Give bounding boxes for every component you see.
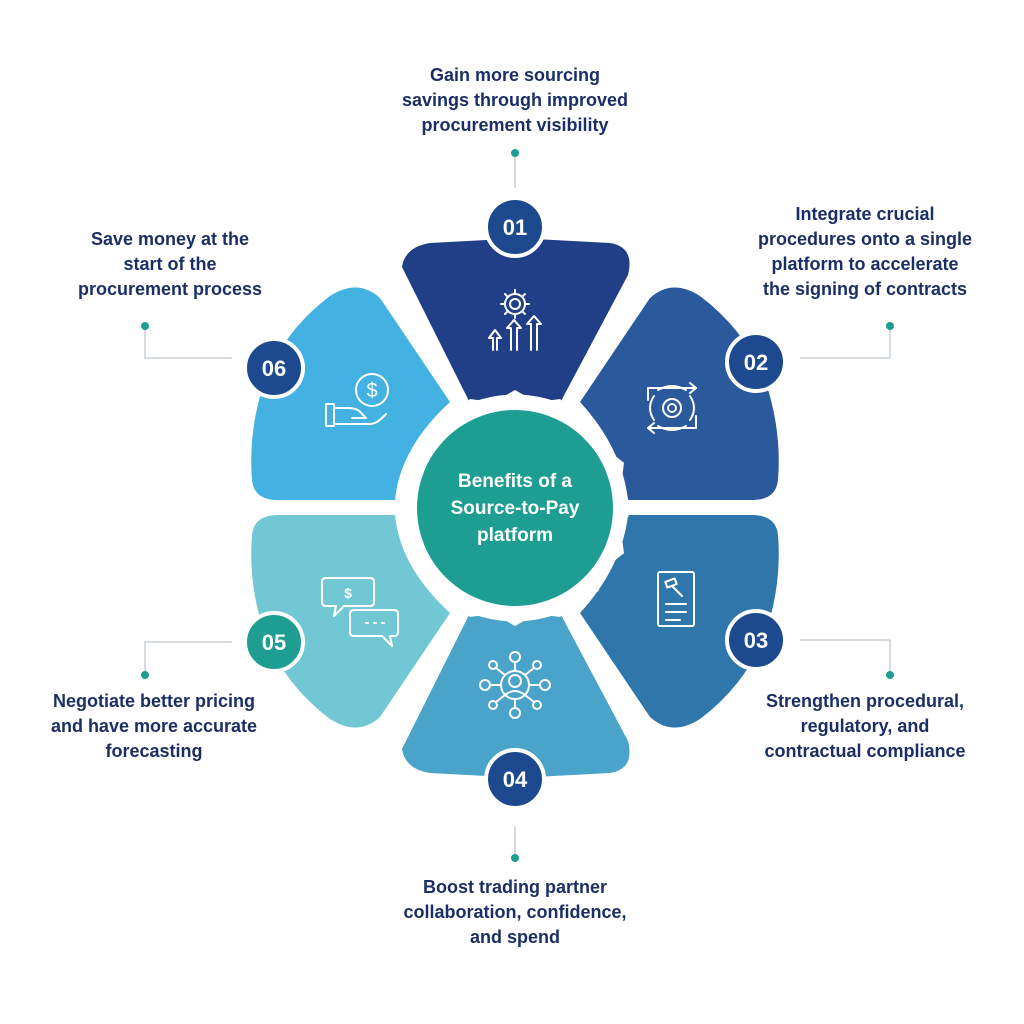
benefit-03-line-3: contractual compliance [764, 741, 966, 761]
benefit-06-line-1: Save money at the [90, 229, 250, 249]
svg-text:02: 02 [744, 350, 768, 375]
connector-dot-02 [886, 322, 894, 330]
badge-04: 04 [484, 748, 546, 810]
benefit-02-line-2: procedures onto a single [757, 229, 973, 249]
petal-04 [402, 613, 630, 778]
benefit-05-line-1: Negotiate better pricing [52, 691, 256, 711]
svg-text:$: $ [344, 585, 352, 601]
connector-dot-01 [511, 149, 519, 157]
benefit-01-line-3: procurement visibility [421, 115, 609, 135]
benefit-02-line-1: Integrate crucial [795, 204, 935, 224]
center-title-line-1: Benefits of a [458, 471, 572, 492]
hand-coin-icon: $ [325, 373, 389, 427]
benefit-02-line-3: platform to accelerate [771, 254, 959, 274]
connector-05 [144, 641, 232, 672]
benefit-04-line-3: and spend [469, 927, 560, 947]
badge-02: 02 [725, 331, 787, 393]
chat-dollar-icon: $ [321, 577, 399, 647]
benefit-06-caption: Save money at the start of the procureme… [20, 227, 320, 302]
connector-03 [800, 639, 891, 672]
svg-text:04: 04 [503, 767, 528, 792]
badge-01: 01 [484, 196, 546, 258]
svg-text:03: 03 [744, 628, 768, 653]
benefit-01-line-1: Gain more sourcing [429, 65, 601, 85]
benefit-05-caption: Negotiate better pricing and have more a… [4, 689, 304, 764]
benefit-06-line-3: procurement process [77, 279, 263, 299]
svg-text:$: $ [366, 380, 377, 402]
connector-dot-03 [886, 671, 894, 679]
gavel-document-icon [657, 571, 695, 627]
badge-05: 05 [243, 611, 305, 673]
badge-03: 03 [725, 609, 787, 671]
connector-dot-04 [511, 854, 519, 862]
gear-growth-arrows-icon [488, 289, 542, 351]
petal-02 [580, 287, 779, 500]
petal-06 [251, 287, 450, 500]
badge-06: 06 [243, 337, 305, 399]
benefit-04-caption: Boost trading partner collaboration, con… [365, 875, 665, 950]
benefit-06-line-2: start of the [123, 254, 217, 274]
benefit-02-line-4: the signing of contracts [762, 279, 967, 299]
benefit-04-line-2: collaboration, confidence, [403, 902, 627, 922]
svg-text:05: 05 [262, 630, 286, 655]
benefit-03-line-2: regulatory, and [800, 716, 930, 736]
connector-02 [800, 328, 891, 359]
benefit-03-caption: Strengthen procedural, regulatory, and c… [715, 689, 1015, 764]
petal-03 [580, 515, 779, 728]
benefit-03-line-1: Strengthen procedural, [765, 691, 965, 711]
benefit-04-line-1: Boost trading partner [422, 877, 607, 897]
network-person-icon [479, 651, 551, 719]
svg-text:06: 06 [262, 356, 286, 381]
center-title-line-3: platform [477, 525, 553, 546]
center-circle [417, 410, 613, 606]
svg-text:01: 01 [503, 215, 527, 240]
benefit-01-caption: Gain more sourcing savings through impro… [365, 63, 665, 138]
connector-06 [144, 328, 232, 359]
benefit-05-line-2: and have more accurate [50, 716, 258, 736]
benefit-02-caption: Integrate crucial procedures onto a sing… [715, 202, 1015, 302]
center-title-line-2: Source-to-Pay [451, 498, 580, 519]
connector-dot-06 [141, 322, 149, 330]
connector-dot-05 [141, 671, 149, 679]
benefit-05-line-3: forecasting [105, 741, 203, 761]
benefit-01-line-2: savings through improved [401, 90, 629, 110]
process-cycle-gear-icon [647, 382, 697, 434]
